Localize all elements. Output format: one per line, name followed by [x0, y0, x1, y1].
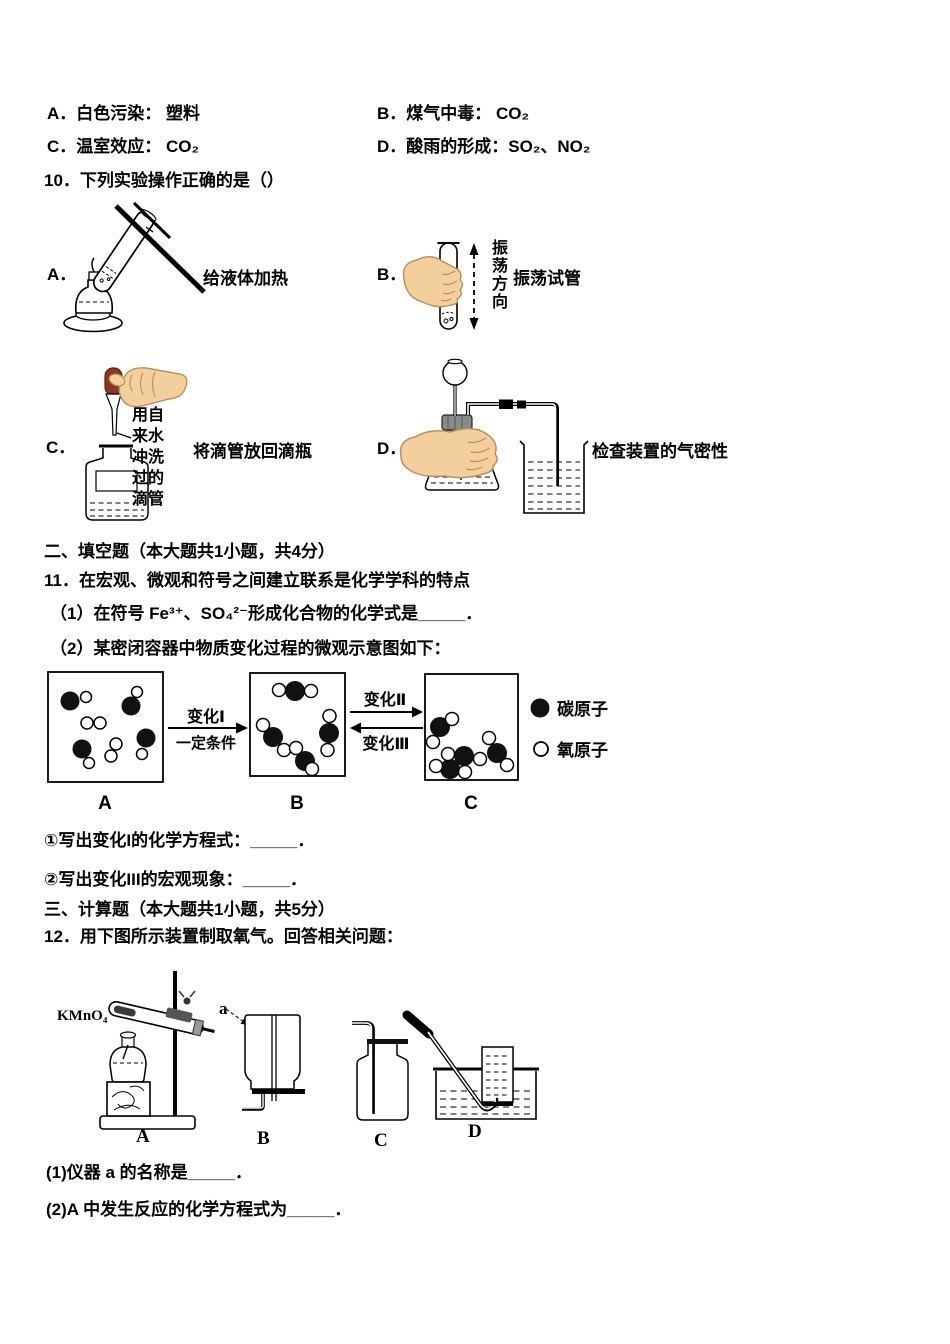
heated-test-tube: [108, 1000, 215, 1037]
q10-option-a-label: A．: [47, 265, 77, 284]
section2-heading: 二、填空题（本大题共1小题，共4分）: [44, 542, 335, 561]
q10-option-b-annotation: 振荡方向: [489, 239, 506, 311]
apparatus-c-label: C: [374, 1130, 388, 1151]
section3-heading: 三、计算题（本大题共1小题，共5分）: [44, 900, 335, 919]
box-c: [424, 673, 519, 781]
legend: 碳原子 氧原子: [530, 698, 608, 760]
stopper: [441, 414, 473, 431]
test-tube: [92, 208, 157, 293]
q10-option-b-caption: 振荡试管: [513, 269, 581, 288]
kmno4-label: KMnO₄: [57, 1008, 108, 1024]
iron-stand: [99, 971, 196, 1130]
collection-bottle: [481, 1046, 514, 1103]
change1-arrow: 变化Ⅰ 一定条件: [168, 707, 248, 752]
q11-stem: 11．在宏观、微观和符号之间建立联系是化学学科的特点: [44, 571, 470, 590]
change1-label: 变化Ⅰ: [187, 707, 225, 726]
shake-direction-arrow: [469, 243, 479, 330]
shaking-test-tube-illustration: [402, 242, 479, 330]
dropper-bottle: [85, 444, 149, 521]
alcohol-lamp: [109, 1031, 147, 1083]
q10-option-a-caption: 给液体加热: [203, 269, 288, 288]
q10-option-d-label: D．: [377, 439, 407, 458]
q11-sub1: ①写出变化I的化学方程式：_____．: [44, 831, 315, 850]
hand: [108, 367, 188, 408]
q10-option-c-annotation: 用自来水冲洗过的滴管: [132, 407, 165, 508]
q11-part1: （1）在符号 Fe³⁺、SO₄²⁻形成化合物的化学式是_____．: [50, 604, 483, 623]
tube-connector: [499, 399, 513, 409]
pointer-line: [225, 1008, 245, 1023]
apparatus-b-label: B: [257, 1128, 270, 1149]
box-b: [249, 672, 346, 777]
heating-liquid-illustration: [63, 201, 206, 333]
beaker-outline: [519, 440, 589, 514]
apparatus-d-label: D: [468, 1121, 482, 1142]
airtightness-check-illustration: [399, 358, 589, 514]
oxygen-apparatus-diagram: [99, 971, 539, 1130]
change2-arrow: 变化Ⅱ: [350, 690, 423, 718]
oxygen-atom-icon: [533, 741, 549, 757]
q12-part1: (1)仪器 a 的名称是_____．: [46, 1163, 252, 1182]
thistle-funnel: [442, 358, 468, 416]
tube-handle: [402, 1010, 434, 1039]
test-tube-holder: [114, 201, 206, 294]
q10-option-c-caption: 将滴管放回滴瓶: [193, 442, 312, 461]
micro-diagram: 变化Ⅰ 一定条件 变化Ⅱ 变化Ⅲ: [47, 671, 608, 814]
change2-label: 变化Ⅱ: [364, 690, 407, 709]
q9-option-c: C．温室效应： CO₂: [47, 137, 200, 156]
wood-block: [106, 1081, 151, 1117]
box-a-label: A: [98, 793, 112, 814]
change3-label: 变化Ⅲ: [362, 734, 409, 753]
clamp: [165, 990, 196, 1023]
carbon-atom-icon: [530, 698, 550, 718]
apparatus-a-label: A: [136, 1126, 150, 1147]
q9-option-b: B．煤气中毒： CO₂: [377, 104, 530, 123]
box-c-label: C: [464, 793, 478, 814]
gas-bottle-c: [352, 1021, 409, 1121]
change3-arrow: 变化Ⅲ: [350, 722, 423, 753]
q11-sub2: ②写出变化III的宏观现象：_____．: [44, 870, 307, 889]
q12-stem: 12．用下图所示装置制取氧气。回答相关问题：: [44, 927, 403, 946]
hand: [399, 427, 498, 479]
leader-line: [116, 432, 132, 439]
box-b-label: B: [290, 793, 304, 814]
q12-part2: (2)A 中发生反应的化学方程式为_____．: [46, 1200, 352, 1219]
beaker: [528, 461, 580, 510]
q10-option-d-caption: 检查装置的气密性: [592, 442, 728, 461]
water-trough-d: [402, 1010, 539, 1120]
delivery-tube: [466, 399, 559, 486]
q10-stem: 10．下列实验操作正确的是（）: [44, 171, 284, 190]
pointer-a-label: a: [219, 999, 228, 1018]
hand: [402, 256, 464, 308]
q10-option-c-label: C．: [46, 438, 76, 457]
condition1-label: 一定条件: [176, 734, 236, 752]
box-a: [47, 671, 164, 783]
q9-option-d: D．酸雨的形成：SO₂、NO₂: [377, 137, 591, 156]
dropper-bottle-illustration: [85, 367, 188, 521]
legend-carbon-label: 碳原子: [557, 699, 608, 719]
gas-bottle-b: [225, 1008, 305, 1111]
q11-part2: （2）某密闭容器中物质变化过程的微观示意图如下：: [50, 639, 451, 658]
q9-option-a: A．白色污染： 塑料: [47, 104, 200, 123]
q10-option-b-label: B．: [377, 265, 407, 284]
kmno4-sample: [113, 1005, 136, 1017]
legend-oxygen-label: 氧原子: [556, 740, 608, 760]
